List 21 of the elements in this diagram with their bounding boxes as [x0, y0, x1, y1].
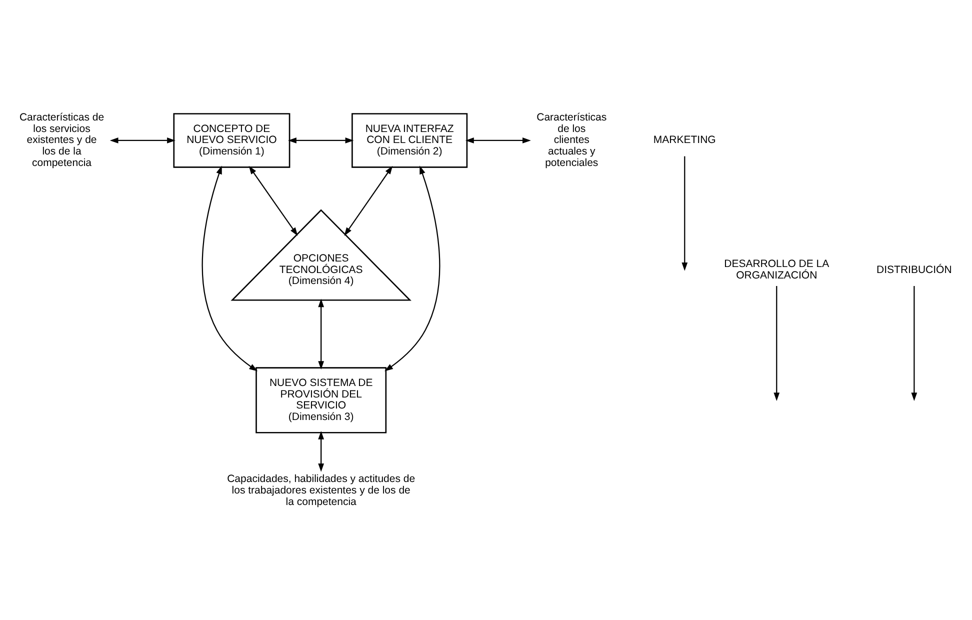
arrow	[465, 138, 531, 144]
node-text: DISTRIBUCIÓN	[876, 264, 952, 276]
node-text: DESARROLLO DE LA ORGANIZACIÓN	[724, 258, 830, 282]
node-box: CONCEPTO DE NUEVO SERVICIO (Dimensión 1)	[173, 113, 290, 168]
arrow	[682, 156, 688, 271]
arrow	[110, 138, 176, 144]
arrow	[384, 166, 440, 372]
arrow	[344, 166, 393, 236]
node-text: Capacidades, habilidades y actitudes de los trabajadores existentes y de los de la competencia	[227, 473, 416, 508]
node-text: Características de los servicios existentes y de los de la competencia	[19, 111, 104, 169]
arrow	[288, 138, 354, 144]
arrow	[318, 430, 324, 472]
arrow	[202, 166, 258, 372]
node-box: NUEVA INTERFAZ CON EL CLIENTE (Dimensión 2)	[352, 113, 468, 168]
arrow	[911, 286, 918, 402]
node-text: Características de los clientes actuales y potenciales	[536, 111, 607, 169]
arrow	[774, 286, 780, 402]
node-text: MARKETING	[653, 134, 716, 146]
arrow	[318, 298, 324, 370]
arrow	[248, 166, 298, 236]
node-box: NUEVO SISTEMA DE PROVISIÓN DEL SERVICIO (Dimensión 3)	[256, 367, 387, 434]
